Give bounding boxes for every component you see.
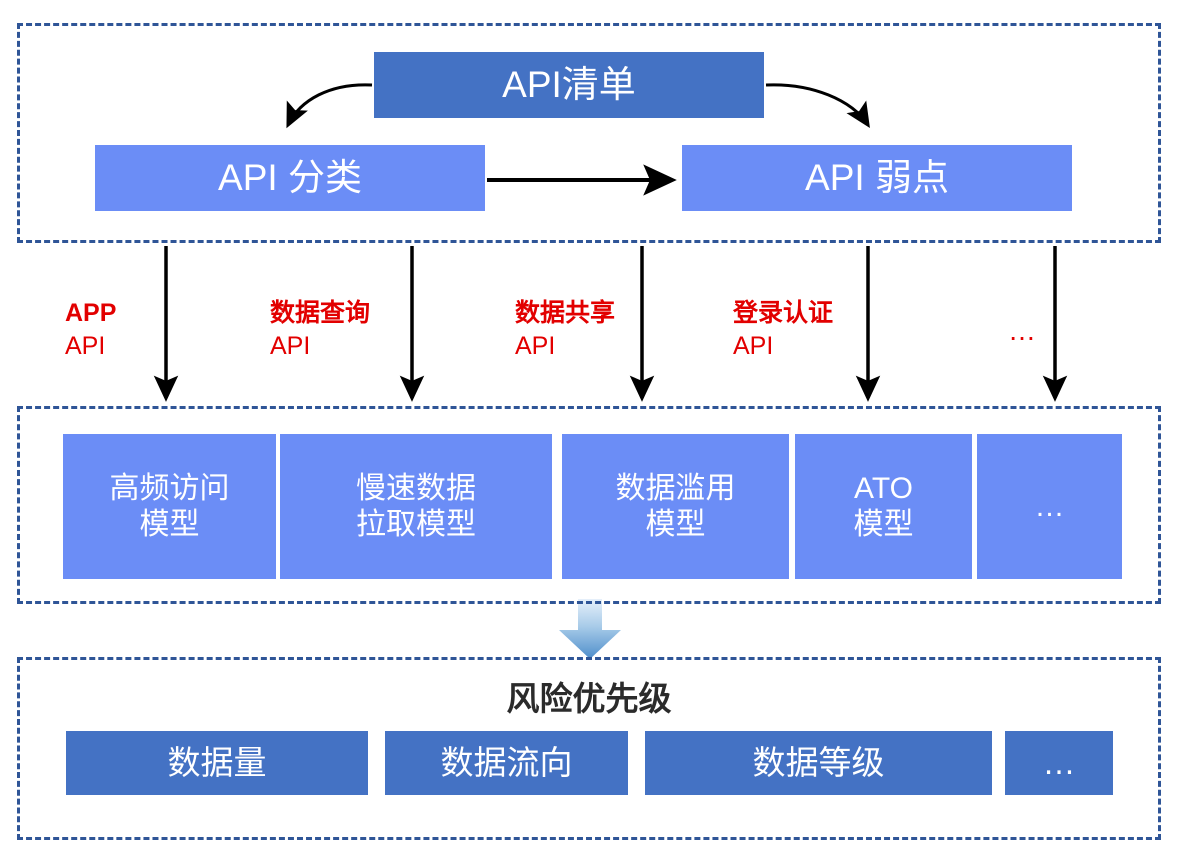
box-risk-ellipsis[interactable]: … [1005,731,1113,795]
risk-priority-title: 风险优先级 [506,680,672,717]
box-risk-data-volume[interactable]: 数据量 [66,731,368,795]
api-type-label-line1: APP [65,299,117,327]
box-model-slow-data-pull[interactable]: 慢速数据 拉取模型 [280,434,552,579]
api-type-label-ellipsis: … [1008,315,1039,346]
box-api-classification[interactable]: API 分类 [95,145,485,211]
api-type-label-line1: 数据查询 [270,299,371,327]
api-type-label-data-query: 数据查询 API [270,297,370,363]
box-model-data-abuse[interactable]: 数据滥用 模型 [562,434,789,579]
api-type-label-line2: API [733,332,774,360]
box-model-high-frequency-access[interactable]: 高频访问 模型 [63,434,276,579]
api-type-label-line2: API [270,332,311,360]
api-type-label-login-auth: 登录认证 API [733,297,833,363]
box-risk-data-flow[interactable]: 数据流向 [385,731,628,795]
box-risk-data-level[interactable]: 数据等级 [645,731,992,795]
box-model-ato[interactable]: ATO 模型 [795,434,972,579]
api-type-label-line2: API [515,332,556,360]
api-type-label-app: APP API [65,297,116,363]
big-down-arrow-icon [559,599,621,659]
risk-layer-group [17,657,1161,840]
api-type-label-line2: API [65,332,106,360]
model-layer-group [17,406,1161,604]
box-model-ellipsis[interactable]: … [977,434,1122,579]
api-layer-group [17,23,1161,243]
api-type-label-data-sharing: 数据共享 API [515,297,615,363]
box-api-weakness[interactable]: API 弱点 [682,145,1072,211]
api-type-label-line1: 登录认证 [733,299,834,327]
api-type-label-line1: 数据共享 [515,299,616,327]
box-api-list[interactable]: API清单 [374,52,764,118]
